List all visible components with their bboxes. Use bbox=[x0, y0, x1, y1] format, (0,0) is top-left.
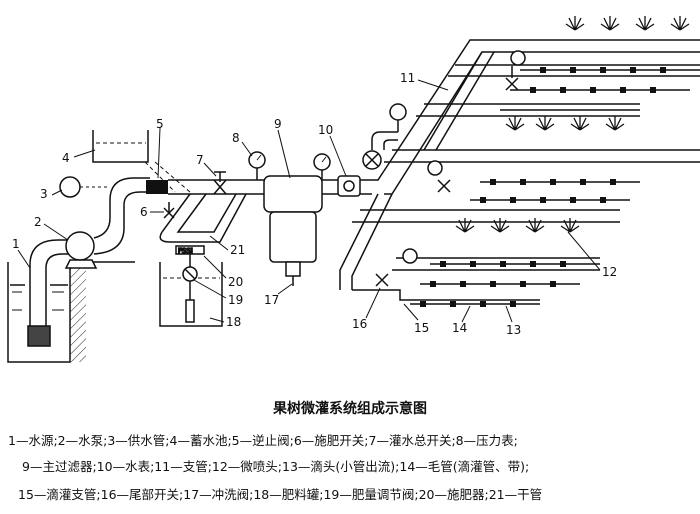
label-13: 13 bbox=[506, 323, 521, 337]
label-11: 11 bbox=[400, 71, 415, 85]
suction-pipe bbox=[29, 239, 68, 326]
label-14: 14 bbox=[452, 321, 467, 335]
label-16: 16 bbox=[352, 317, 367, 331]
fertilizer-switch bbox=[163, 202, 175, 219]
lower-branch bbox=[352, 257, 600, 301]
label-4: 4 bbox=[62, 151, 70, 165]
label-6: 6 bbox=[140, 205, 148, 219]
pressure-gauge-filter bbox=[313, 153, 331, 180]
fertilizer-tank bbox=[159, 254, 223, 327]
svg-text:FSSI: FSSI bbox=[178, 247, 193, 255]
label-19: 19 bbox=[228, 293, 243, 307]
label-8: 8 bbox=[232, 131, 240, 145]
well-source bbox=[7, 261, 135, 363]
riser-gauge bbox=[371, 103, 407, 150]
label-1: 1 bbox=[12, 237, 20, 251]
upper-branch bbox=[416, 64, 700, 117]
legend-line-2: 9—主过滤器;10—水表;11—支管;12—微喷头;13—滴头(小管出流);14… bbox=[22, 459, 530, 474]
water-meter bbox=[337, 175, 361, 197]
drip-lines bbox=[410, 69, 700, 305]
main-pipe bbox=[168, 179, 264, 195]
micro-sprinklers bbox=[455, 16, 690, 233]
irrigation-diagram: FSSI bbox=[7, 16, 700, 363]
middle-branch bbox=[352, 149, 700, 223]
label-20: 20 bbox=[228, 275, 243, 289]
label-10: 10 bbox=[318, 123, 333, 137]
legend-line-3: 15—滴灌支管;16—尾部开关;17—冲洗阀;18—肥料罐;19—肥量调节阀;2… bbox=[18, 487, 543, 502]
pressure-gauge-8 bbox=[248, 151, 266, 180]
branch-valve bbox=[360, 150, 382, 195]
gauge-3 bbox=[59, 176, 81, 198]
fertilizer-injector: FSSI bbox=[175, 245, 205, 256]
diagram-title: 果树微灌系统组成示意图 bbox=[273, 401, 427, 417]
label-21: 21 bbox=[230, 243, 245, 257]
label-15: 15 bbox=[414, 321, 429, 335]
label-3: 3 bbox=[40, 187, 48, 201]
label-18: 18 bbox=[226, 315, 241, 329]
label-5: 5 bbox=[156, 117, 164, 131]
emitters bbox=[420, 67, 666, 307]
label-7: 7 bbox=[196, 153, 204, 167]
leader-lines bbox=[17, 79, 601, 323]
label-2: 2 bbox=[34, 215, 42, 229]
trunk-pipe-loop bbox=[159, 193, 247, 243]
supply-pipe bbox=[93, 177, 150, 255]
reservoir bbox=[92, 130, 149, 163]
legend-line-1: 1—水源;2—水泵;3—供水管;4—蓄水池;5—逆止阀;6—施肥开关;7—灌水总… bbox=[8, 433, 518, 448]
main-filter bbox=[263, 175, 323, 286]
check-valve bbox=[146, 180, 168, 194]
label-9: 9 bbox=[274, 117, 282, 131]
label-12: 12 bbox=[602, 265, 617, 279]
label-17: 17 bbox=[264, 293, 279, 307]
sub-main-pipe bbox=[339, 39, 700, 290]
pump bbox=[64, 231, 98, 269]
main-valve bbox=[213, 171, 227, 195]
branch-valves bbox=[375, 50, 526, 287]
